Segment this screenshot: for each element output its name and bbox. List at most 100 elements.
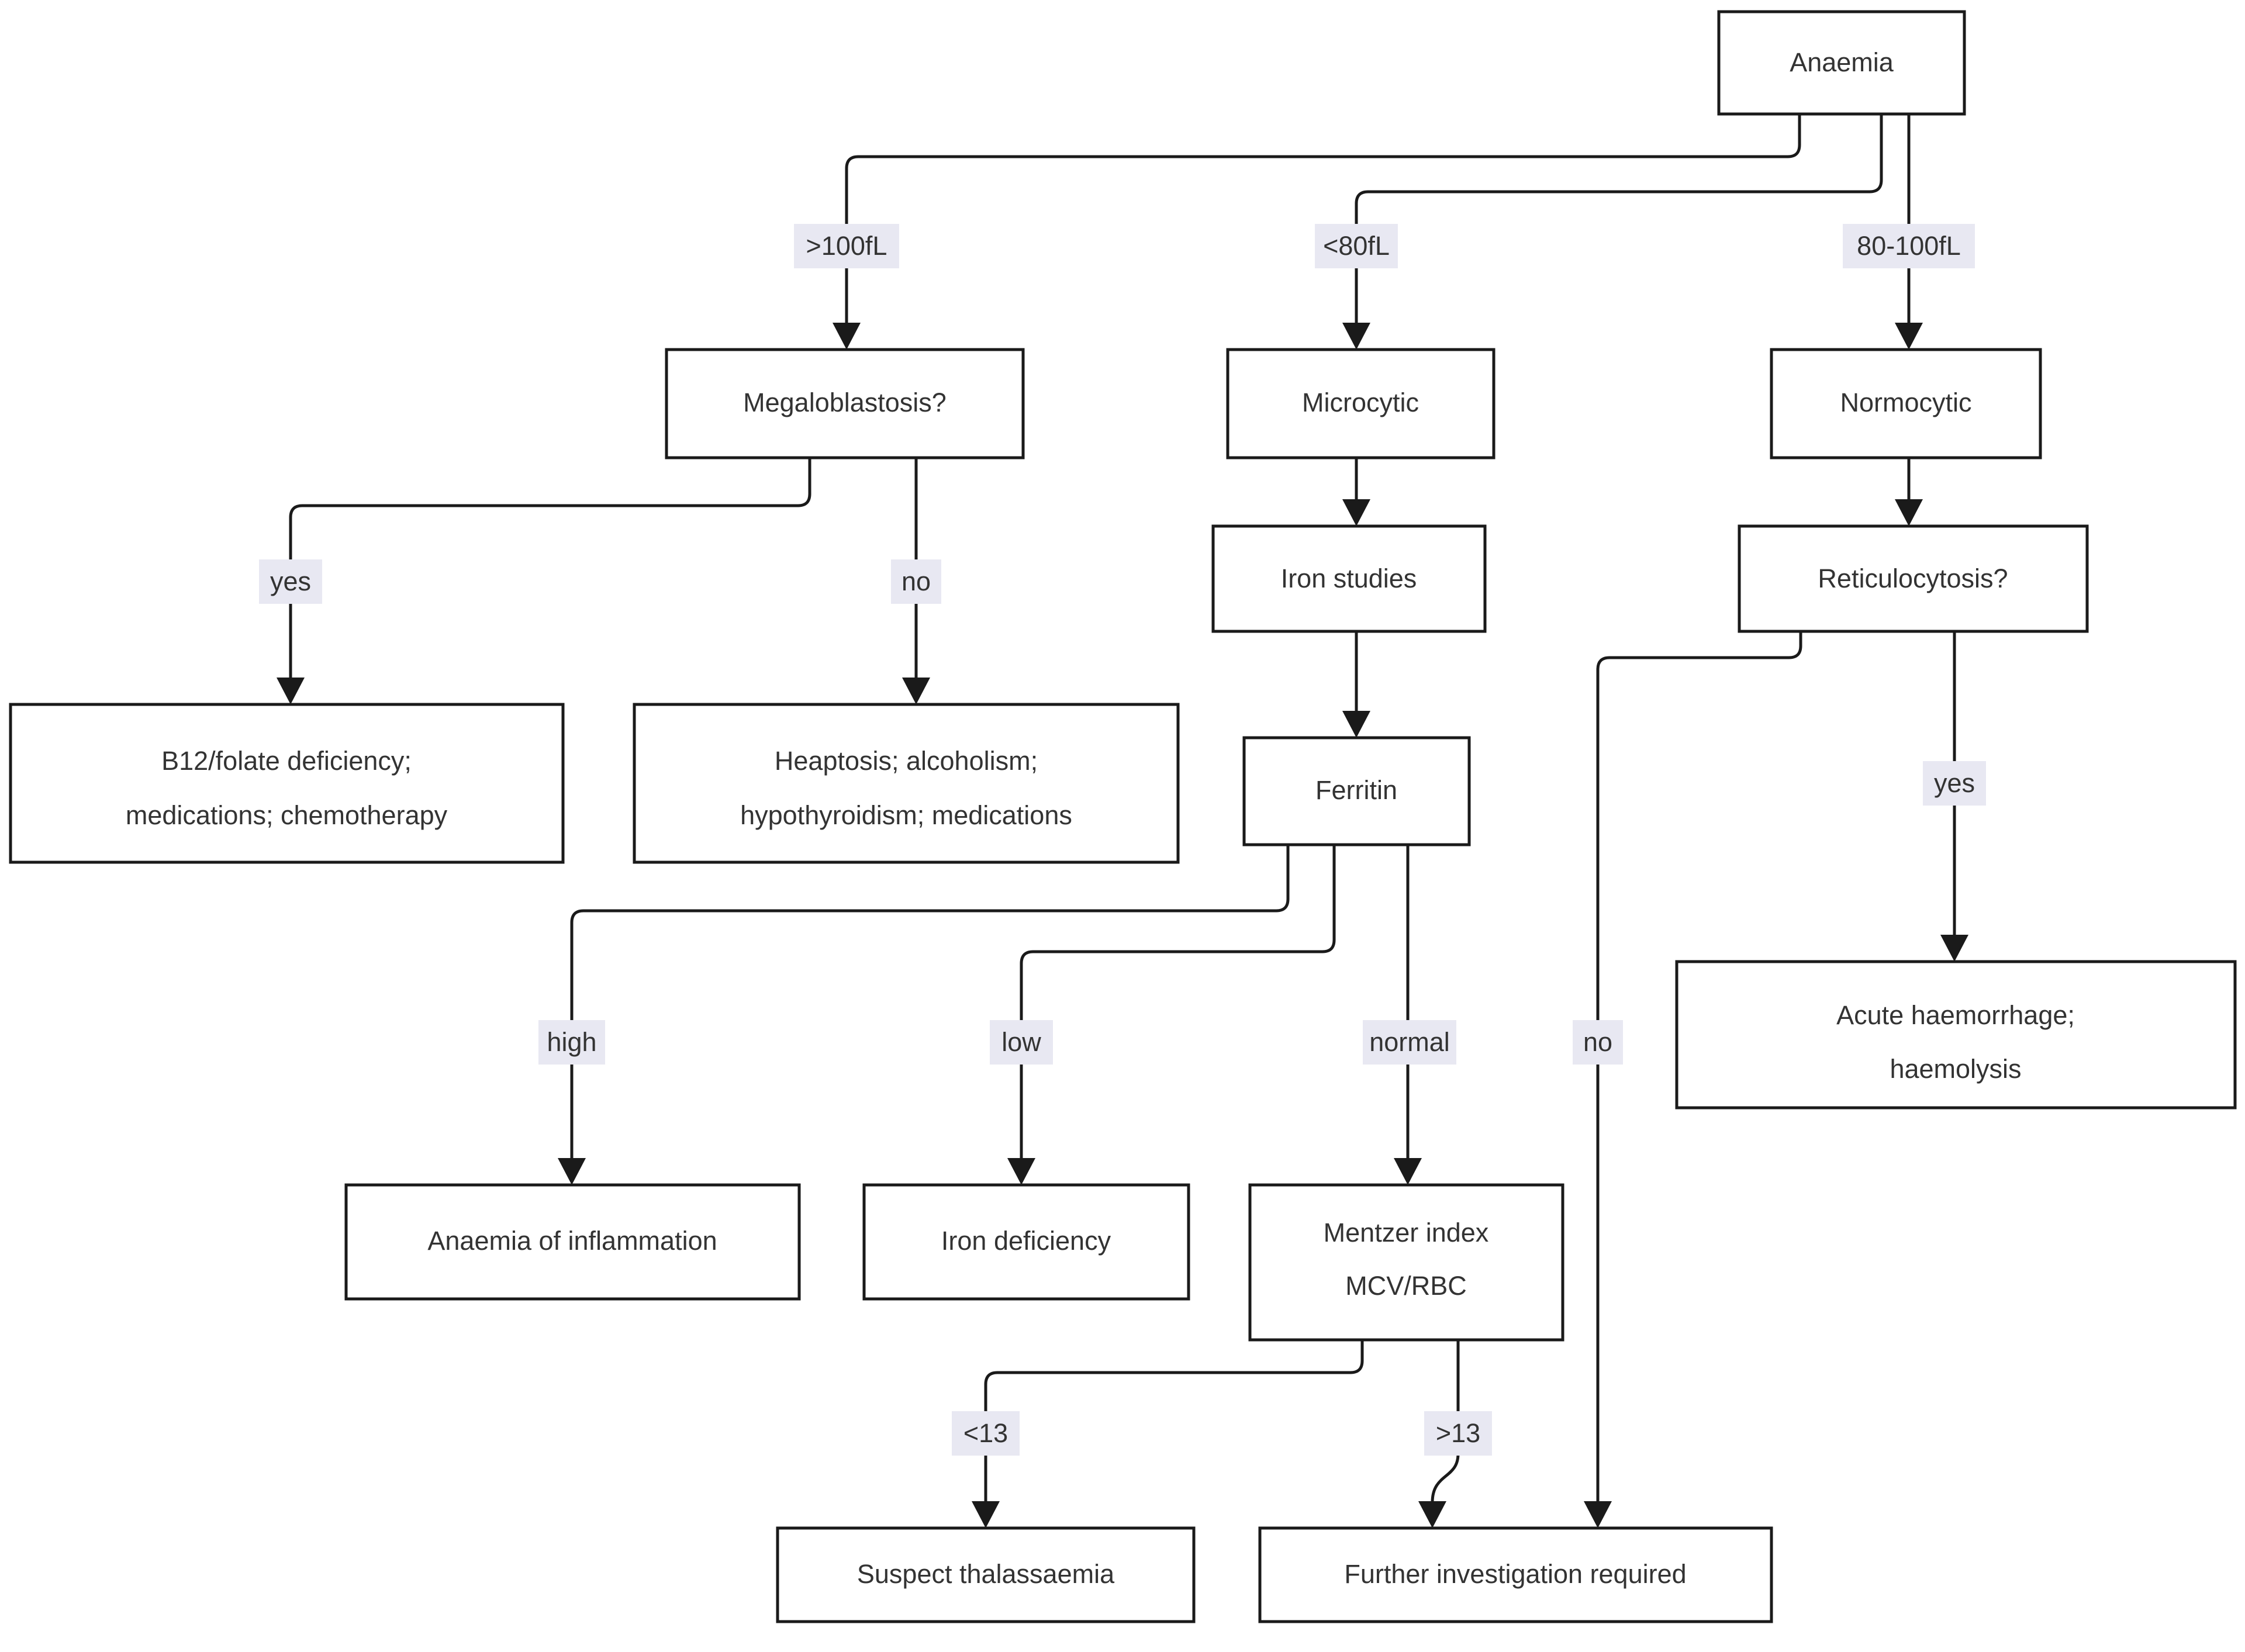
arrowhead-thalassaemia [972,1501,1000,1528]
edge-label-yes-reticulocytosis-bg [1923,761,1986,806]
edge-megaloblastosis-b12 [289,458,811,693]
node-iron-studies[interactable]: Iron studies [1211,524,1487,633]
node-suspect-thalassaemia-label: Suspect thalassaemia [857,1559,1115,1589]
node-heaptosis[interactable]: Heaptosis; alcoholism; hypothyroidism; m… [633,703,1180,864]
edge-label-yes-reticulocytosis: yes [1923,761,1986,806]
edge-label-normal-text: normal [1369,1027,1450,1057]
node-suspect-thalassaemia[interactable]: Suspect thalassaemia [776,1526,1196,1623]
arrowhead-acutehaemorrhage [1940,935,1968,962]
arrowhead-microcytic [1342,323,1370,350]
node-mentzer-index-line1: Mentzer index [1324,1218,1489,1247]
arrowhead-anaemiainflammation [558,1158,586,1185]
node-reticulocytosis-box[interactable] [1738,524,2089,633]
node-microcytic[interactable]: Microcytic [1226,348,1495,459]
node-iron-deficiency-box[interactable] [862,1183,1190,1301]
node-acute-haemorrhage-line2: haemolysis [1890,1054,2021,1084]
node-ferritin-label: Ferritin [1315,775,1397,805]
node-anaemia[interactable]: Anaemia [1717,10,1966,116]
edge-anaemia-megaloblastosis [845,114,1801,338]
node-normocytic-box[interactable] [1770,348,2042,459]
node-acute-haemorrhage-box[interactable] [1675,960,2237,1110]
node-anaemia-label: Anaemia [1790,47,1894,77]
node-ferritin[interactable]: Ferritin [1242,736,1471,846]
arrowhead-megaloblastosis [833,323,861,350]
node-anaemia-of-inflammation[interactable]: Anaemia of inflammation [344,1183,801,1301]
edge-label-80-100fl-text: 80-100fL [1857,231,1961,261]
node-heaptosis-line1: Heaptosis; alcoholism; [775,746,1038,776]
node-microcytic-label: Microcytic [1302,388,1419,417]
node-further-investigation[interactable]: Further investigation required [1258,1526,1773,1623]
edge-label-high: high [538,1020,605,1065]
edge-label-low-text: low [1001,1027,1041,1057]
node-b12-folate-deficiency[interactable]: B12/folate deficiency; medications; chem… [9,703,565,864]
edge-anaemia-microcytic [1355,114,1883,338]
node-b12-folate-deficiency-line1: B12/folate deficiency; [161,746,412,776]
node-acute-haemorrhage-line1: Acute haemorrhage; [1836,1000,2075,1030]
arrowhead-reticulocytosis [1895,499,1923,526]
node-iron-deficiency-label: Iron deficiency [941,1226,1111,1256]
node-anaemia-of-inflammation-label: Anaemia of inflammation [427,1226,717,1256]
edge-label-gt13-bg [1424,1411,1492,1456]
edge-label-normal: normal [1363,1020,1456,1065]
edge-label-layer: >100fL <80fL 80-100fL yes no high [259,224,1986,1456]
node-acute-haemorrhage[interactable]: Acute haemorrhage; haemolysis [1675,960,2237,1110]
edge-label-low: low [990,1020,1053,1065]
node-layer: Anaemia Megaloblastosis? Microcytic Norm… [9,10,2237,1623]
arrowhead-ferritin [1342,711,1370,738]
arrowhead-ironstudies [1342,499,1370,526]
edge-label-gt100fl-text: >100fL [806,231,887,261]
node-ferritin-box[interactable] [1242,736,1471,846]
node-b12-folate-deficiency-box[interactable] [9,703,565,864]
node-b12-folate-deficiency-line2: medications; chemotherapy [126,800,448,830]
edge-label-no-megaloblastosis: no [891,559,941,604]
edge-label-lt80fl: <80fL [1315,224,1398,268]
edge-label-lt13-text: <13 [963,1418,1008,1448]
arrowhead-normocytic [1895,323,1923,350]
edge-label-gt13-text: >13 [1436,1418,1480,1448]
edge-label-low-bg [990,1020,1053,1065]
arrowhead-b12 [277,678,305,704]
edge-label-gt13: >13 [1424,1411,1492,1456]
node-heaptosis-line2: hypothyroidism; medications [740,800,1072,830]
node-anaemia-of-inflammation-box[interactable] [344,1183,801,1301]
node-mentzer-index[interactable]: Mentzer index MCV/RBC [1248,1183,1564,1342]
node-mentzer-index-box[interactable] [1248,1183,1564,1342]
edge-mentzer-thalassaemia [984,1340,1364,1516]
node-megaloblastosis[interactable]: Megaloblastosis? [665,348,1025,459]
edge-label-80-100fl: 80-100fL [1843,224,1975,268]
node-megaloblastosis-label: Megaloblastosis? [743,388,947,417]
edge-mentzer-furtherinvestigation [1431,1340,1460,1516]
edge-label-no-megaloblastosis-bg [891,559,941,604]
edge-label-yes-megaloblastosis: yes [259,559,322,604]
node-iron-studies-box[interactable] [1211,524,1487,633]
node-iron-deficiency[interactable]: Iron deficiency [862,1183,1190,1301]
node-microcytic-box[interactable] [1226,348,1495,459]
edge-label-lt13-bg [952,1411,1020,1456]
edge-label-lt80fl-bg [1315,224,1398,268]
edge-reticulocytosis-furtherinvestigation [1596,631,1802,1516]
edge-label-80-100fl-bg [1843,224,1975,268]
arrowhead-furtherinvestigation-no [1584,1501,1612,1528]
edge-label-high-text: high [547,1027,596,1057]
node-suspect-thalassaemia-box[interactable] [776,1526,1196,1623]
edge-label-no-reticulocytosis-text: no [1583,1027,1612,1057]
node-reticulocytosis-label: Reticulocytosis? [1818,564,2008,593]
node-megaloblastosis-box[interactable] [665,348,1025,459]
node-reticulocytosis[interactable]: Reticulocytosis? [1738,524,2089,633]
edge-label-yes-reticulocytosis-text: yes [1934,768,1975,798]
edge-label-gt100fl-bg [794,224,899,268]
edge-label-yes-megaloblastosis-text: yes [270,566,311,596]
edge-label-high-bg [538,1020,605,1065]
edge-label-normal-bg [1363,1020,1456,1065]
node-heaptosis-box[interactable] [633,703,1180,864]
edge-label-no-reticulocytosis-bg [1573,1020,1623,1065]
arrowhead-heaptosis [902,678,930,704]
edge-label-lt80fl-text: <80fL [1323,231,1390,261]
edge-ferritin-anaemiainflammation [570,845,1290,1173]
node-further-investigation-box[interactable] [1258,1526,1773,1623]
edge-ferritin-irondeficiency [1020,845,1336,1173]
node-normocytic[interactable]: Normocytic [1770,348,2042,459]
node-anaemia-box[interactable] [1717,10,1966,116]
